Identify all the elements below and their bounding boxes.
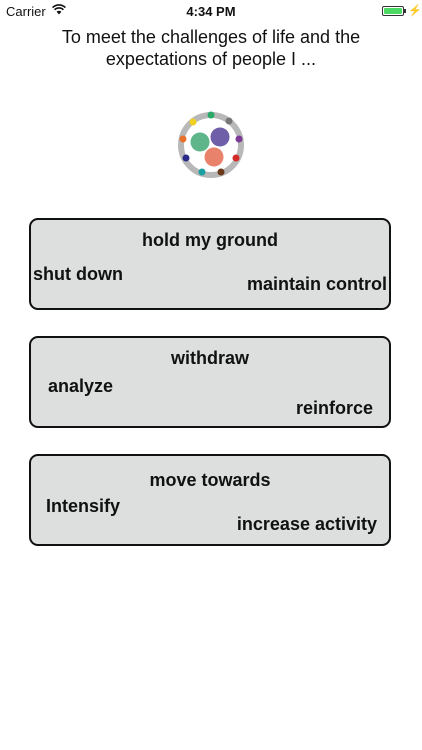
status-time: 4:34 PM xyxy=(186,4,236,19)
status-bar: Carrier 4:34 PM ⚡ xyxy=(0,0,422,22)
option-2-left: analyze xyxy=(48,376,114,396)
wifi-icon xyxy=(52,4,66,15)
prompt-text: To meet the challenges of life and the e… xyxy=(61,27,361,69)
battery-tip xyxy=(404,9,406,13)
option-3-top: move towards xyxy=(149,470,271,490)
circles-logo-icon xyxy=(178,111,244,178)
option-3-right: increase activity xyxy=(236,514,377,534)
option-card-2[interactable]: withdraw analyze reinforce xyxy=(29,336,391,428)
option-1-right: maintain control xyxy=(246,274,387,294)
option-3-left: Intensify xyxy=(46,496,121,516)
option-2-top: withdraw xyxy=(170,348,249,368)
carrier-label: Carrier xyxy=(6,4,46,19)
charging-bolt-icon: ⚡ xyxy=(408,5,422,17)
option-2-right: reinforce xyxy=(295,398,373,418)
option-1-top: hold my ground xyxy=(142,230,278,250)
battery-icon xyxy=(382,6,404,16)
option-card-1[interactable]: hold my ground shut down maintain contro… xyxy=(29,218,391,310)
option-1-left: shut down xyxy=(33,264,123,284)
battery-fill xyxy=(384,8,402,14)
option-card-3[interactable]: move towards Intensify increase activity xyxy=(29,454,391,546)
